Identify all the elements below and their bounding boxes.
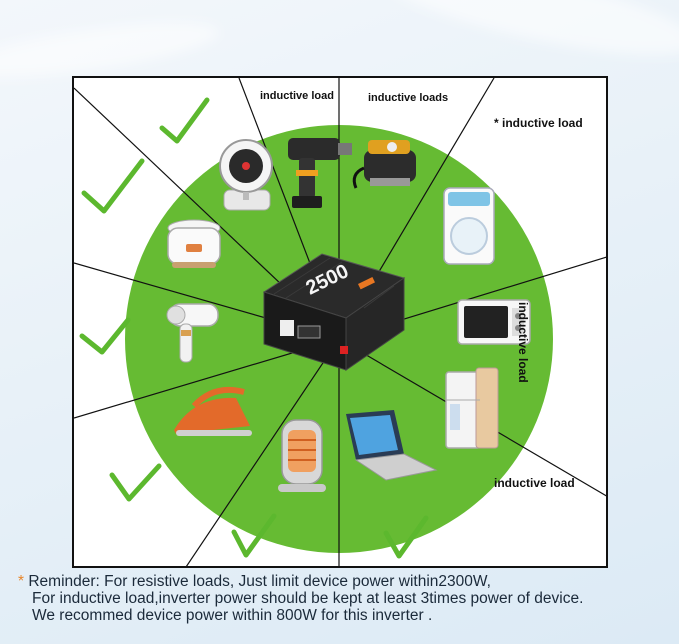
check-icon <box>81 158 145 214</box>
check-icon <box>231 513 277 558</box>
heater-icon <box>278 419 326 492</box>
microwave-icon <box>457 299 531 345</box>
air-compressor-icon <box>352 140 416 189</box>
hair-dryer-icon <box>166 303 219 363</box>
label-inductive-load-top-left: inductive load <box>260 90 334 102</box>
reminder-line-1-text: Reminder: For resistive loads, Just limi… <box>28 573 491 590</box>
fan-icon <box>219 139 273 211</box>
check-icon <box>109 463 162 502</box>
reminder-star: * <box>18 573 25 590</box>
drill-icon <box>288 138 352 208</box>
check-icon <box>383 515 429 559</box>
load-diagram-panel: 2500 inductive load inductive loads * in… <box>72 76 608 568</box>
laptop-icon <box>346 410 438 481</box>
label-inductive-load-right: inductive load <box>516 302 530 383</box>
reminder-line-2: For inductive load,inverter power should… <box>32 590 584 607</box>
label-inductive-load-bottom-right: inductive load <box>494 476 575 490</box>
reminder-note: * Reminder: For resistive loads, Just li… <box>18 573 678 624</box>
washing-machine-icon <box>443 187 495 265</box>
load-diagram: 2500 <box>74 78 606 566</box>
reminder-line-3: We recommed device power within 800W for… <box>32 607 433 624</box>
background-streak <box>377 0 679 73</box>
inverter-icon: 2500 <box>262 253 406 371</box>
refrigerator-icon <box>445 367 499 449</box>
check-icon <box>159 97 210 144</box>
check-icon <box>79 317 131 355</box>
reminder-line-1: * Reminder: For resistive loads, Just li… <box>18 573 678 590</box>
label-inductive-load-top-right: * inductive load <box>494 116 583 130</box>
iron-icon <box>174 386 252 436</box>
rice-cooker-icon <box>167 219 221 268</box>
label-inductive-loads-top-mid: inductive loads <box>368 92 449 104</box>
